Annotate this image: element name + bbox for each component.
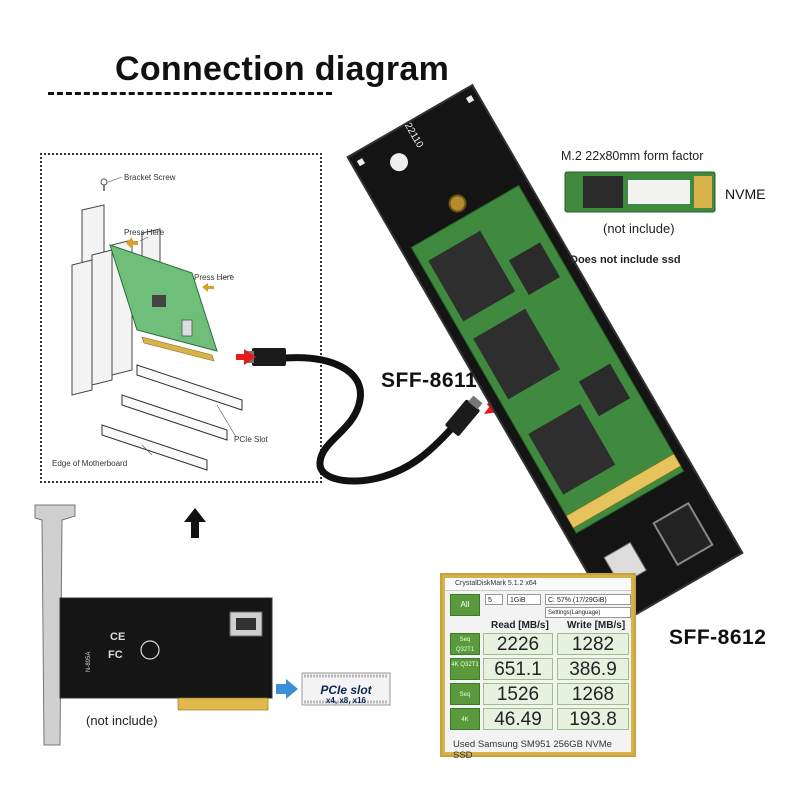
- benchmark-all-button[interactable]: All: [450, 594, 480, 616]
- title-underline: [48, 92, 332, 95]
- adapter-not-include: (not include): [86, 713, 158, 728]
- nvme-ssd-image: [564, 171, 716, 213]
- benchmark-screenshot: CrystalDiskMark 5.1.2 x64 All 5 1GiB C: …: [440, 573, 636, 761]
- pcie-slot-sizes: x4, x8, x16: [325, 696, 367, 705]
- press-arrow-icon: [202, 283, 214, 292]
- screw-icon: [100, 178, 108, 191]
- pcie-slot-graphic: [301, 672, 391, 706]
- label-bracket-screw: Bracket Screw: [124, 173, 176, 182]
- adapter-model-text: N-895A: [86, 652, 92, 672]
- m2-host-board: [346, 83, 744, 627]
- benchmark-language-select[interactable]: Settings(Language): [545, 607, 631, 618]
- up-arrow-icon: [184, 508, 206, 538]
- benchmark-write-value: 1282: [557, 633, 629, 655]
- benchmark-row-label[interactable]: 4K: [450, 708, 480, 730]
- pcie-adapter-card-illustration: [109, 244, 218, 362]
- label-pcie-slot: PCIe Slot: [234, 435, 268, 444]
- benchmark-row-label[interactable]: 4K Q32T1: [450, 658, 480, 680]
- label-motherboard: Edge of Motherboard: [52, 459, 128, 468]
- benchmark-read-value: 46.49: [483, 708, 553, 730]
- benchmark-read-header: Read [MB/s]: [491, 620, 549, 631]
- press-arrow-icon: [126, 237, 138, 249]
- motherboard-slots: [101, 364, 243, 471]
- benchmark-size-select[interactable]: 1GiB: [507, 594, 541, 605]
- benchmark-write-value: 386.9: [557, 658, 629, 680]
- case-brackets: [71, 204, 161, 396]
- benchmark-write-value: 193.8: [557, 708, 629, 730]
- svg-text:CE: CE: [110, 631, 125, 643]
- page-title: Connection diagram: [115, 50, 450, 88]
- pcie-adapter-card: CE FC N-895A: [34, 504, 273, 746]
- benchmark-write-header: Write [MB/s]: [567, 620, 626, 631]
- ssd-type: NVME: [725, 186, 766, 202]
- red-arrow-icon: [236, 349, 256, 365]
- sff-cable: [246, 348, 483, 485]
- blue-arrow-icon: [276, 679, 298, 699]
- benchmark-read-value: 2226: [483, 633, 553, 655]
- benchmark-read-value: 1526: [483, 683, 553, 705]
- benchmark-row-label[interactable]: Seq Q32T1: [450, 633, 480, 655]
- benchmark-write-value: 1268: [557, 683, 629, 705]
- benchmark-drive-select[interactable]: C: 57% (17/29GiB): [545, 594, 631, 605]
- ssd-not-include: (not include): [603, 221, 675, 236]
- benchmark-window-title: CrystalDiskMark 5.1.2 x64: [445, 578, 631, 591]
- ssd-does-not-include: Does not include ssd: [570, 254, 681, 266]
- benchmark-footer: Used Samsung SM951 256GB NVMe SSD: [453, 739, 612, 761]
- label-press-here-1: Press Here: [124, 228, 165, 237]
- benchmark-read-value: 651.1: [483, 658, 553, 680]
- ce-fcc-logo: CE FC: [108, 631, 160, 661]
- label-sff8611: SFF-8611: [381, 369, 478, 392]
- benchmark-row-label[interactable]: Seq: [450, 683, 480, 705]
- label-press-here-2: Press Here: [194, 273, 235, 282]
- installation-diagram: Bracket Screw Press Here Press Here PCIe…: [40, 153, 322, 483]
- label-sff8612: SFF-8612: [669, 626, 767, 649]
- pcie-slot-title: PCIe slot: [320, 683, 372, 697]
- pcie-slot-label: PCIe slot x4, x8, x16: [298, 671, 394, 707]
- benchmark-runs-select[interactable]: 5: [485, 594, 503, 605]
- svg-text:FC: FC: [108, 649, 123, 661]
- ssd-form-factor: M.2 22x80mm form factor: [561, 149, 704, 163]
